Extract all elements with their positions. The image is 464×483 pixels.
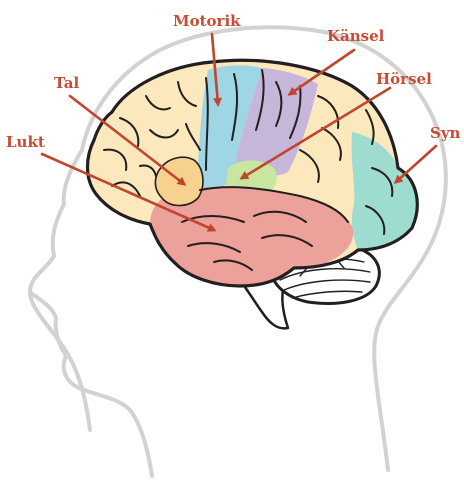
label-tal: Tal: [54, 74, 79, 92]
arrow-syn: [396, 146, 436, 182]
label-lukt: Lukt: [6, 133, 45, 151]
label-horsel: Hörsel: [376, 70, 432, 88]
label-syn: Syn: [430, 124, 461, 142]
neck-front-outline: [30, 292, 152, 476]
label-kansel: Känsel: [327, 27, 385, 45]
label-motorik: Motorik: [173, 12, 241, 30]
